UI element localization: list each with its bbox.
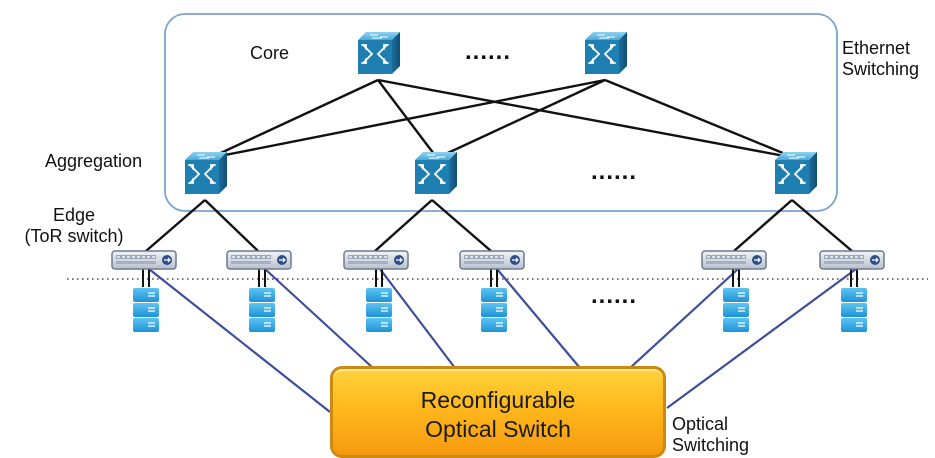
ethernet-label-line2: Switching	[842, 59, 920, 79]
tor-switch-icon	[226, 250, 292, 270]
optical-label-line2: Switching	[672, 435, 750, 455]
tor-switch-icon	[459, 250, 525, 270]
reconfigurable-optical-switch: Reconfigurable Optical Switch	[330, 366, 666, 458]
tor-switch-icon	[343, 250, 409, 270]
server-rack-icon	[248, 287, 276, 333]
core-ellipsis: ......	[465, 38, 512, 65]
aggregation-label: Aggregation	[45, 151, 143, 171]
edge-label: Edge (ToR switch)	[6, 205, 142, 247]
optical-label-line1: Optical	[672, 414, 729, 434]
ethernet-switching-label: Ethernet Switching	[842, 38, 919, 80]
optical-switch-line2: Optical Switch	[425, 416, 571, 442]
core-switch-icon	[584, 31, 628, 75]
edge-label-line1: Edge	[52, 205, 96, 225]
core-aggregation-links	[209, 78, 796, 160]
optical-switching-label: Optical Switching	[672, 414, 749, 456]
ethernet-switching-boundary	[164, 13, 838, 212]
server-ellipsis: ......	[591, 282, 638, 309]
ethernet-label-line1: Ethernet	[842, 38, 911, 58]
core-label: Core	[250, 43, 290, 63]
edge-server-links	[142, 268, 858, 287]
tor-switch-icon	[819, 250, 885, 270]
aggregation-edge-links	[145, 199, 853, 252]
aggregation-switch-icon	[414, 151, 458, 195]
edge-label-line2: (ToR switch)	[24, 226, 124, 246]
tor-switch-icon	[701, 250, 767, 270]
optical-switch-label: Reconfigurable Optical Switch	[333, 386, 663, 444]
server-rack-icon	[480, 287, 508, 333]
aggregation-ellipsis: ......	[591, 158, 638, 185]
optical-switch-line1: Reconfigurable	[420, 387, 576, 413]
core-switch-icon	[357, 31, 401, 75]
tor-switch-icon	[111, 250, 177, 270]
server-rack-icon	[132, 287, 160, 333]
aggregation-switch-icon	[774, 151, 818, 195]
server-rack-icon	[722, 287, 750, 333]
server-rack-icon	[840, 287, 868, 333]
optical-links	[148, 268, 857, 413]
server-rack-icon	[365, 287, 393, 333]
aggregation-switch-icon	[184, 151, 228, 195]
